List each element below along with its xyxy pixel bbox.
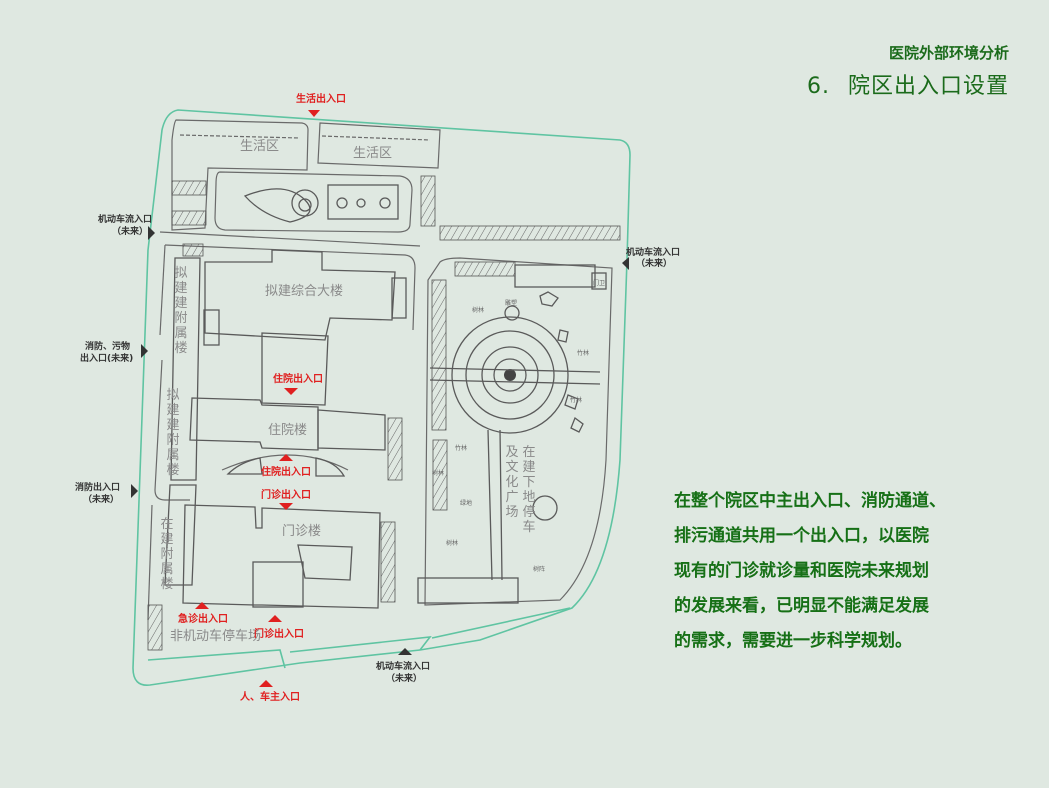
entrance-label: 急诊出入口 <box>178 612 228 625</box>
entrance-label: 住院出入口 <box>261 465 311 478</box>
entrance-label: 人、车主入口 <box>240 690 300 703</box>
arrow-up-icon <box>398 648 412 655</box>
arrow-down-icon <box>308 110 320 117</box>
zone-label-living-a: 生活区 <box>240 139 279 154</box>
arrow-right-icon <box>131 484 138 498</box>
description-text: 在整个院区中主出入口、消防通道、 排污通道共用一个出入口，以医院 现有的门诊就诊… <box>674 484 994 659</box>
page-title: 6. 院区出入口设置 <box>807 68 1009 100</box>
park-label-trees: 树林 <box>446 539 458 547</box>
entrance-label: （未来） <box>83 493 119 505</box>
zone-label-inpatient: 住院楼 <box>268 423 307 438</box>
entrance-emergency: 急诊出入口 <box>178 602 228 625</box>
arrow-down-icon <box>279 503 293 510</box>
complex-building: 拟建综合大楼 <box>203 249 407 406</box>
park-label-bamboo: 竹林 <box>455 444 467 452</box>
description-line: 排污通道共用一个出入口，以医院 <box>674 526 929 546</box>
arrow-up-icon <box>268 615 282 622</box>
arrow-up-icon <box>279 454 293 461</box>
park-label-tree-array: 树阵 <box>533 565 545 573</box>
arrow-down-icon <box>284 388 298 395</box>
future-entrance-east-vehicle: 机动车流入口 （未来） <box>622 246 680 270</box>
entrance-label: 住院出入口 <box>273 372 323 385</box>
entrance-label: 门诊出入口 <box>261 488 311 501</box>
park-label-gate: 门卫 <box>593 279 605 287</box>
entrance-label: 机动车流入口 <box>98 213 152 225</box>
future-entrance-west-vehicle: 机动车流入口 （未来） <box>98 213 155 240</box>
entrance-inpatient-north: 住院出入口 <box>273 372 323 395</box>
description-line: 的需求，需要进一步科学规划。 <box>674 631 912 651</box>
park-label-bamboo: 竹林 <box>570 396 582 404</box>
description-line: 现有的门诊就诊量和医院未来规划 <box>674 561 929 581</box>
entrance-label: 消防出入口 <box>75 481 120 493</box>
entrance-label: 生活出入口 <box>296 92 346 105</box>
zone-label-annex-2: 拟建建附属楼 <box>166 388 180 478</box>
zone-label-plaza-2: 在建下地停车 <box>522 445 536 535</box>
park-label-trees: 树林 <box>472 306 484 314</box>
entrance-label: （未来） <box>386 672 422 684</box>
title-text: 院区出入口设置 <box>847 74 1009 99</box>
future-entrance-fire: 消防出入口 （未来） <box>75 481 138 505</box>
entrance-label: （未来） <box>636 257 672 269</box>
section-heading: 医院外部环境分析 <box>888 44 1009 62</box>
outpatient-building: 门诊楼 非机动车停车场 <box>147 504 396 651</box>
zone-label-bike-parking: 非机动车停车场 <box>170 628 261 644</box>
future-entrance-fire-waste: 消防、污物 出入口(未来) <box>80 340 148 364</box>
living-zone: 生活区 生活区 <box>159 119 621 247</box>
zone-label-plaza-1: 及文化广场 <box>505 445 519 520</box>
arrow-right-icon <box>141 344 148 358</box>
site-boundary <box>132 109 631 686</box>
title-number: 6. <box>806 74 830 99</box>
entrance-inpatient-south: 住院出入口 <box>261 454 311 478</box>
entrance-label: 门诊出入口 <box>254 627 304 640</box>
park-label-bamboo: 竹林 <box>577 349 589 357</box>
park-label-green: 绿地 <box>460 499 472 507</box>
future-entrance-south-vehicle: 机动车流入口 （未来） <box>376 648 430 684</box>
zone-label-annex-1: 拟建建附属楼 <box>174 266 188 356</box>
west-annex-zone <box>147 243 416 621</box>
zone-label-living-b: 生活区 <box>353 146 392 161</box>
entrance-outpatient-north: 门诊出入口 <box>261 488 311 510</box>
arrow-up-icon <box>259 680 273 687</box>
description-line: 在整个院区中主出入口、消防通道、 <box>674 491 946 511</box>
entrance-label: （未来） <box>112 225 148 237</box>
entrance-label: 机动车流入口 <box>626 246 680 258</box>
entrance-main: 人、车主入口 <box>240 680 300 703</box>
park-label-trees: 树林 <box>432 469 444 477</box>
zone-label-annex-3: 在建附属楼 <box>160 517 174 592</box>
entrance-label: 消防、污物 <box>85 340 130 352</box>
entrance-living: 生活出入口 <box>296 92 346 117</box>
arrow-left-icon <box>622 257 629 270</box>
zone-label-complex: 拟建综合大楼 <box>265 284 343 299</box>
east-park-zone: 树林 雕塑 竹林 竹林 竹林 绿地 树林 树林 树阵 门卫 <box>417 257 613 606</box>
park-label-sculpture: 雕塑 <box>505 299 517 307</box>
description-line: 的发展来看，已明显不能满足发展 <box>674 596 929 616</box>
zone-label-outpatient: 门诊楼 <box>282 524 321 539</box>
south-road-line <box>147 607 571 669</box>
inpatient-building: 住院楼 <box>189 397 403 481</box>
entrance-label: 机动车流入口 <box>376 660 430 672</box>
arrow-right-icon <box>148 226 155 240</box>
arrow-up-icon <box>195 602 209 609</box>
entrance-label: 出入口(未来) <box>80 352 133 364</box>
entrance-outpatient-south: 门诊出入口 <box>254 615 304 640</box>
